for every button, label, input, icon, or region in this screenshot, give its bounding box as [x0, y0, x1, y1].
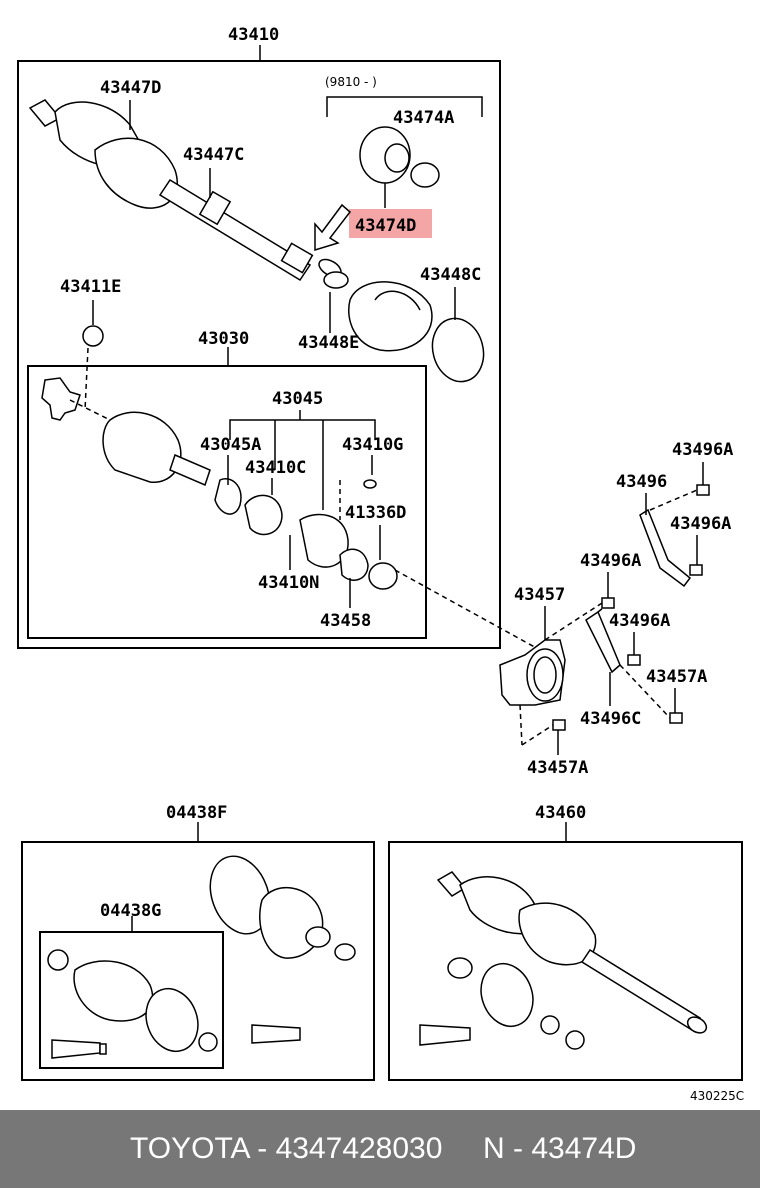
bolt-icons [552, 484, 710, 731]
label-43030[interactable]: 43030 [198, 329, 249, 349]
drive-shaft-outer [28, 99, 342, 282]
kit-04438g-parts [47, 949, 218, 1059]
label-43496c[interactable]: 43496C [580, 709, 641, 729]
label-41336d[interactable]: 41336D [345, 503, 406, 523]
label-04438f[interactable]: 04438F [166, 803, 227, 823]
clamp-43448e [323, 271, 349, 289]
label-43410[interactable]: 43410 [228, 25, 279, 45]
label-43457a-bottom[interactable]: 43457A [527, 758, 588, 778]
footer-reference: N - 43474D [483, 1132, 637, 1165]
kit-04438f-parts [209, 855, 356, 1044]
label-43410n[interactable]: 43410N [258, 573, 319, 593]
label-43460[interactable]: 43460 [535, 803, 586, 823]
label-43045[interactable]: 43045 [272, 389, 323, 409]
inner-joint-parts [41, 377, 398, 590]
assembly-43410-frame [17, 60, 501, 649]
boot-43448c [348, 281, 485, 383]
bracket-43457 [499, 639, 566, 706]
footer-bar: TOYOTA - 4347428030 N - 43474D [0, 1110, 760, 1188]
label-43496a-top[interactable]: 43496A [672, 440, 733, 460]
snap-ring-43411e [82, 325, 104, 347]
footer-part-number: TOYOTA - 4347428030 [130, 1132, 443, 1165]
label-43496a-mid[interactable]: 43496A [670, 514, 731, 534]
label-43448c[interactable]: 43448C [420, 265, 481, 285]
drive-shaft-43460 [419, 871, 708, 1050]
label-43474a[interactable]: 43474A [393, 108, 454, 128]
parts-diagram: 43410 (9810 - ) 43447D 43447C 43474A 434… [17, 25, 744, 1103]
label-43474d[interactable]: 43474D [355, 216, 416, 236]
label-43457[interactable]: 43457 [514, 585, 565, 605]
label-43045a[interactable]: 43045A [200, 435, 261, 455]
label-43447d[interactable]: 43447D [100, 78, 161, 98]
stay-43496 [639, 508, 692, 588]
arrow-icon [314, 203, 352, 252]
label-43447c[interactable]: 43447C [183, 145, 244, 165]
label-43410g[interactable]: 43410G [342, 435, 403, 455]
highlight-43474d [349, 209, 432, 238]
assembly-43030-frame [27, 365, 427, 639]
label-43458[interactable]: 43458 [320, 611, 371, 631]
diagram-code: 430225C [690, 1089, 744, 1103]
label-43410c[interactable]: 43410C [245, 458, 306, 478]
label-date-range: (9810 - ) [325, 75, 377, 89]
label-43411e[interactable]: 43411E [60, 277, 121, 297]
label-43496a-left[interactable]: 43496A [580, 551, 641, 571]
boot-43474a [359, 126, 440, 188]
label-43448e[interactable]: 43448E [298, 333, 359, 353]
label-43457a-right[interactable]: 43457A [646, 667, 707, 687]
label-43496a-lower[interactable]: 43496A [609, 611, 670, 631]
label-43496[interactable]: 43496 [616, 472, 667, 492]
label-04438g[interactable]: 04438G [100, 901, 161, 921]
